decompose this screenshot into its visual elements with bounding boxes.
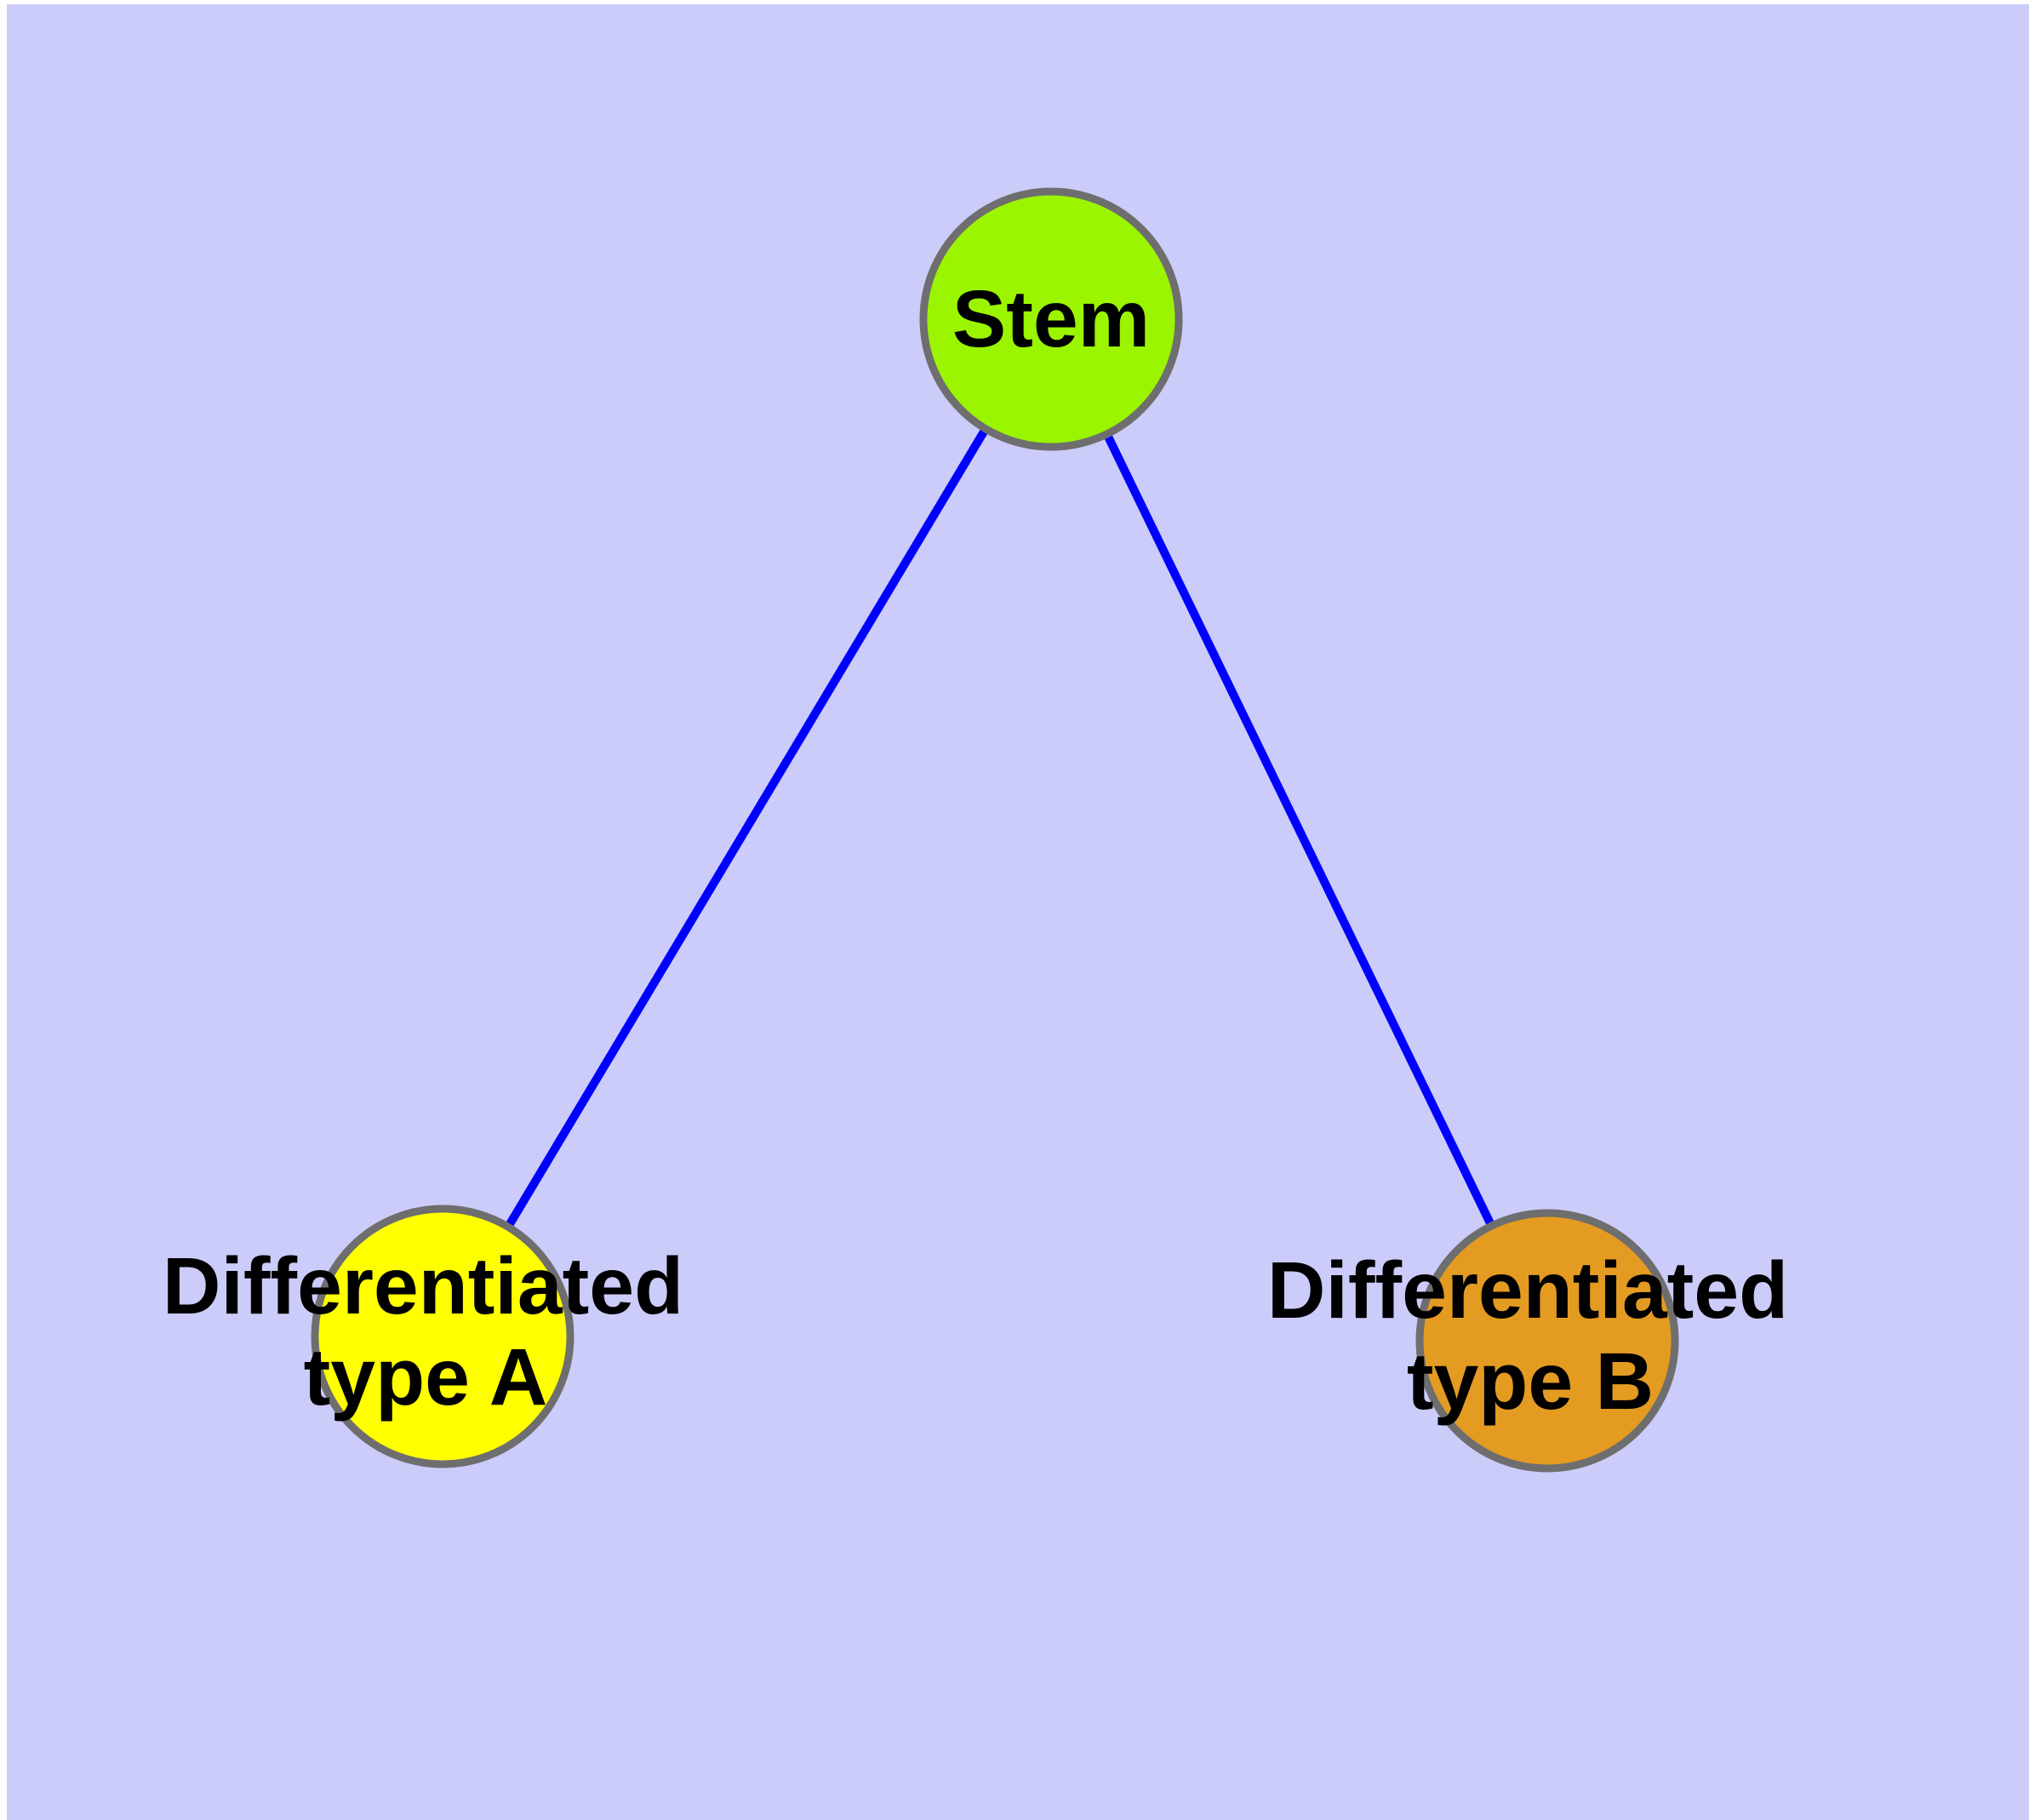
edge-stem-to-differentiated-type-b[interactable] <box>1047 317 1552 1343</box>
node-differentiated-type-b[interactable] <box>1415 1209 1679 1473</box>
node-layer <box>311 187 1679 1473</box>
node-label-layer: Stem Differentiated type A Differentiate… <box>163 274 1788 1427</box>
node-differentiated-type-a-label-line2: type A <box>304 1332 548 1422</box>
node-differentiated-type-b-label-line1: Differentiated <box>1267 1245 1788 1336</box>
node-differentiated-type-a[interactable] <box>311 1205 574 1468</box>
edge-stem-to-differentiated-type-a[interactable] <box>438 317 1055 1339</box>
node-differentiated-type-a-label-line1: Differentiated <box>163 1241 683 1331</box>
node-stem[interactable] <box>919 187 1183 451</box>
node-stem-label: Stem <box>952 274 1150 364</box>
edge-layer <box>438 317 1552 1343</box>
node-differentiated-type-b-label-line2: type B <box>1407 1336 1654 1427</box>
